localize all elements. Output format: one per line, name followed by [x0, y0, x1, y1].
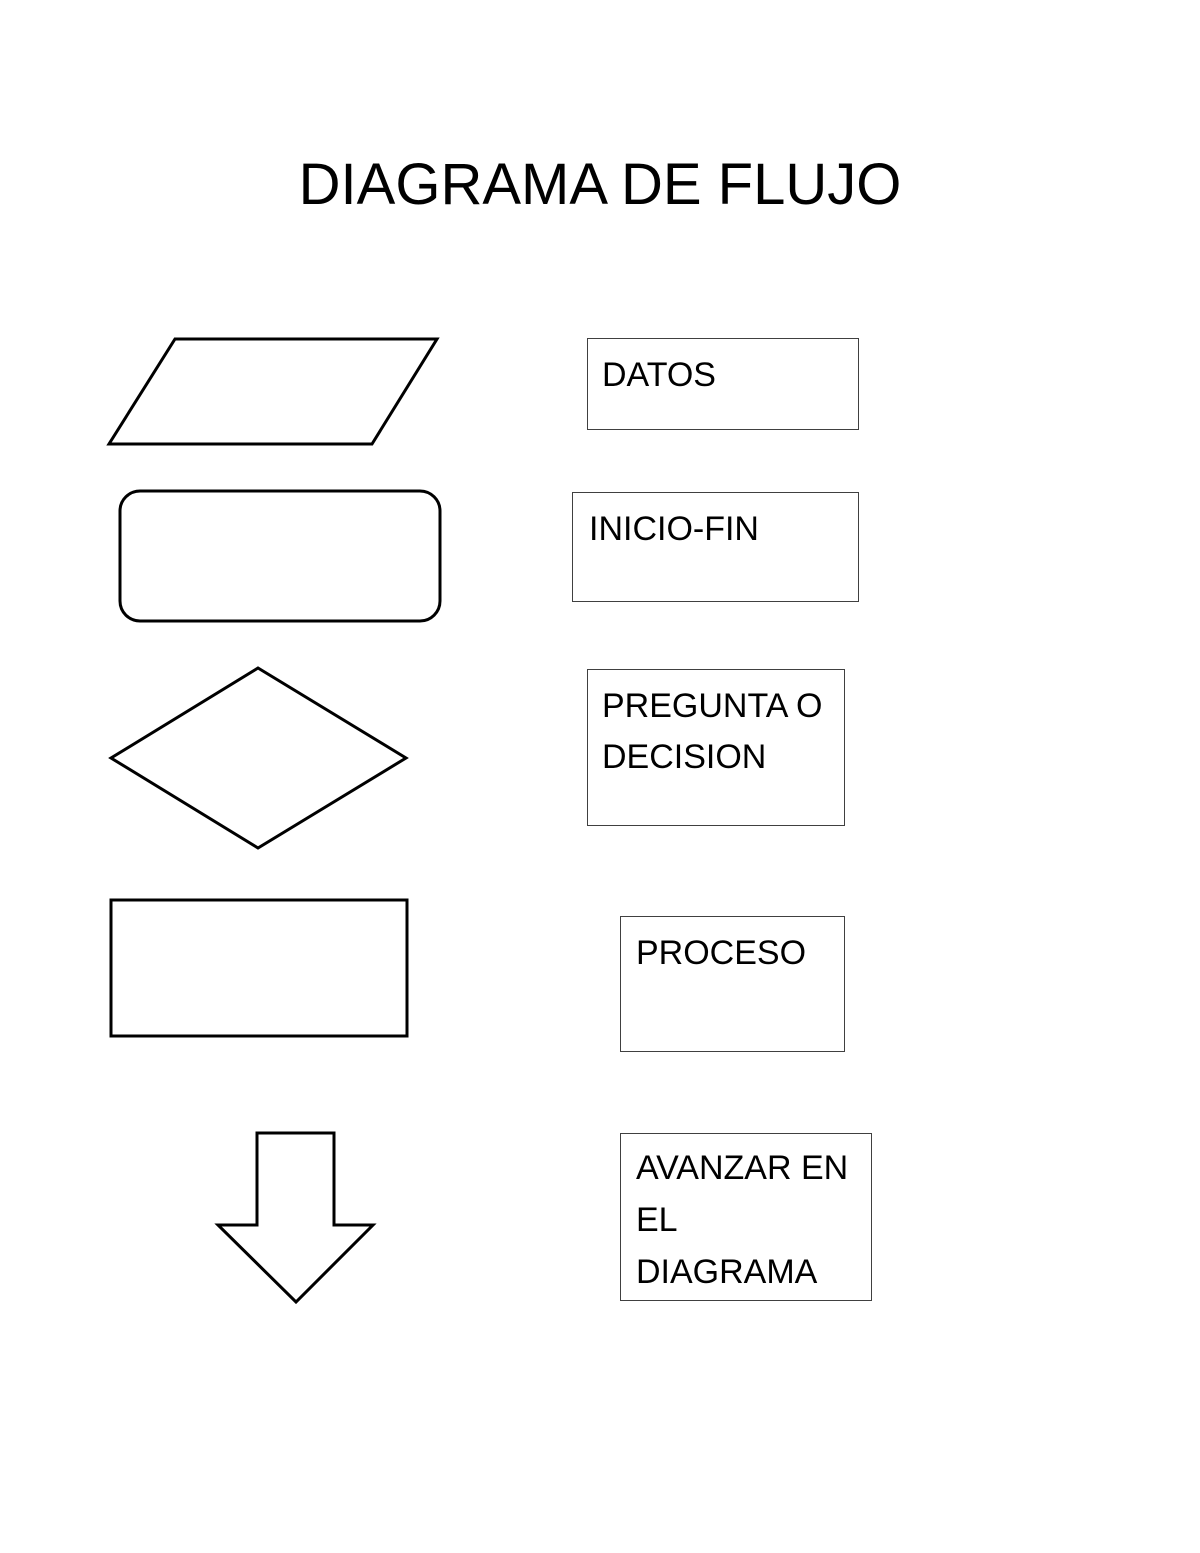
label-pregunta-decision: PREGUNTA O DECISION — [587, 669, 845, 826]
label-datos: DATOS — [587, 338, 859, 430]
label-proceso: PROCESO — [620, 916, 845, 1052]
label-inicio-fin: INICIO-FIN — [572, 492, 859, 602]
rectangle-process-shape — [109, 898, 409, 1038]
label-avanzar: AVANZAR EN EL DIAGRAMA — [620, 1133, 872, 1301]
diamond-decision-shape — [108, 666, 409, 850]
parallelogram-data-shape — [106, 337, 440, 446]
down-arrow-flow-shape — [214, 1131, 377, 1305]
page-title: DIAGRAMA DE FLUJO — [298, 152, 902, 217]
rounded-rectangle-start-end-shape — [118, 489, 442, 623]
